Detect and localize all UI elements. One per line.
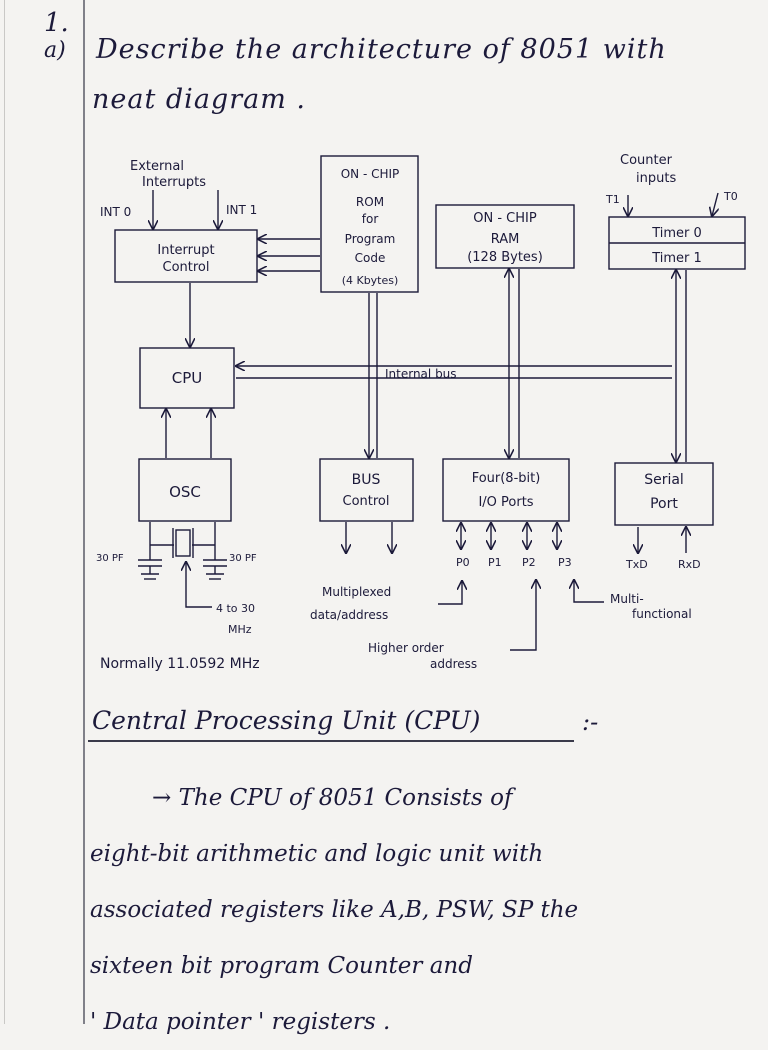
notebook-page: 1. a) Describe the architecture of 8051 … — [4, 0, 746, 1035]
serial-label-2: Port — [650, 496, 678, 512]
t1-label: T1 — [605, 193, 620, 206]
rom-label-1: ON - CHIP — [341, 167, 400, 181]
freq-label-1: 4 to 30 — [216, 602, 255, 615]
counter-label-2: inputs — [636, 171, 676, 186]
internal-bus-label: Internal bus — [385, 367, 457, 381]
ram-label-3: (128 Bytes) — [467, 250, 543, 265]
ext-int-label-2: Interrupts — [142, 175, 206, 190]
multiplexed-label-1: Multiplexed — [322, 585, 391, 599]
port-p1: P1 — [488, 556, 502, 569]
multiplexed-label-2: data/address — [310, 608, 388, 622]
para-line-5: ' Data pointer ' registers . — [90, 1009, 391, 1035]
ram-box — [435, 204, 575, 269]
para-line-3: associated registers like A,B, PSW, SP t… — [90, 897, 579, 923]
osc-label: OSC — [169, 483, 201, 501]
rom-label-2: ROM — [356, 195, 384, 209]
multifunctional-label-1: Multi- — [610, 592, 644, 606]
rxd-label: RxD — [678, 558, 701, 571]
question-sub: a) — [44, 38, 66, 63]
rom-label-5: Code — [355, 251, 386, 265]
bus-ctrl-label-1: BUS — [352, 472, 381, 488]
question-line-1: Describe the architecture of 8051 with — [96, 34, 667, 65]
timer0-label: Timer 0 — [651, 226, 702, 241]
architecture-diagram: External Interrupts INT 0 INT 1 Interrup… — [96, 153, 746, 672]
t0-label: T0 — [723, 190, 738, 203]
int0-label: INT 0 — [100, 205, 131, 219]
txd-label: TxD — [625, 558, 648, 571]
heading-underline — [88, 740, 574, 742]
question-number: 1. — [44, 8, 69, 38]
timer1-label: Timer 1 — [651, 251, 702, 266]
multifunctional-label-2: functional — [632, 607, 692, 621]
bus-ctrl-label-2: Control — [343, 494, 390, 509]
interrupt-control-box — [114, 229, 258, 283]
rom-box — [320, 155, 419, 293]
para-line-4: sixteen bit program Counter and — [90, 953, 473, 979]
section-heading: Central Processing Unit (CPU) — [92, 706, 481, 735]
ram-label-1: ON - CHIP — [473, 211, 537, 226]
cap-left-label: 30 PF — [96, 553, 124, 564]
para-line-2: eight-bit arithmetic and logic unit with — [90, 841, 544, 867]
rom-label-6: (4 Kbytes) — [342, 274, 399, 287]
serial-port-box — [614, 462, 714, 526]
question-line-2: neat diagram . — [92, 84, 306, 115]
osc-box — [138, 458, 232, 522]
io-label-2: I/O Ports — [478, 495, 533, 510]
cpu-description: → The CPU of 8051 Consists of eight-bit … — [90, 770, 760, 1050]
port-p2: P2 — [522, 556, 536, 569]
int-ctrl-label-2: Control — [163, 260, 210, 275]
page-edge — [4, 0, 5, 1024]
ram-label-2: RAM — [491, 232, 520, 247]
normally-label: Normally 11.0592 MHz — [100, 656, 260, 672]
higher-order-label-2: address — [430, 657, 477, 671]
counter-label-1: Counter — [620, 153, 673, 168]
ext-int-label-1: External — [130, 159, 184, 174]
io-ports-box — [442, 458, 570, 522]
rom-label-4: Program — [345, 232, 396, 246]
serial-label-1: Serial — [644, 472, 684, 488]
cpu-box — [139, 347, 235, 409]
freq-label-2: MHz — [228, 623, 252, 636]
io-label-1: Four(8-bit) — [472, 471, 541, 486]
cpu-label: CPU — [172, 369, 203, 387]
cap-right-label: 30 PF — [229, 553, 257, 564]
bus-control-box — [319, 458, 414, 522]
para-line-1: → The CPU of 8051 Consists of — [152, 785, 513, 811]
int-ctrl-label-1: Interrupt — [157, 243, 214, 258]
margin-line — [83, 0, 85, 1024]
port-p3: P3 — [558, 556, 572, 569]
crystal-icon — [175, 529, 191, 557]
section-colon: :- — [582, 708, 599, 736]
rom-label-3: for — [362, 212, 379, 226]
higher-order-label-1: Higher order — [368, 641, 444, 655]
port-p0: P0 — [456, 556, 470, 569]
int1-label: INT 1 — [226, 203, 257, 217]
